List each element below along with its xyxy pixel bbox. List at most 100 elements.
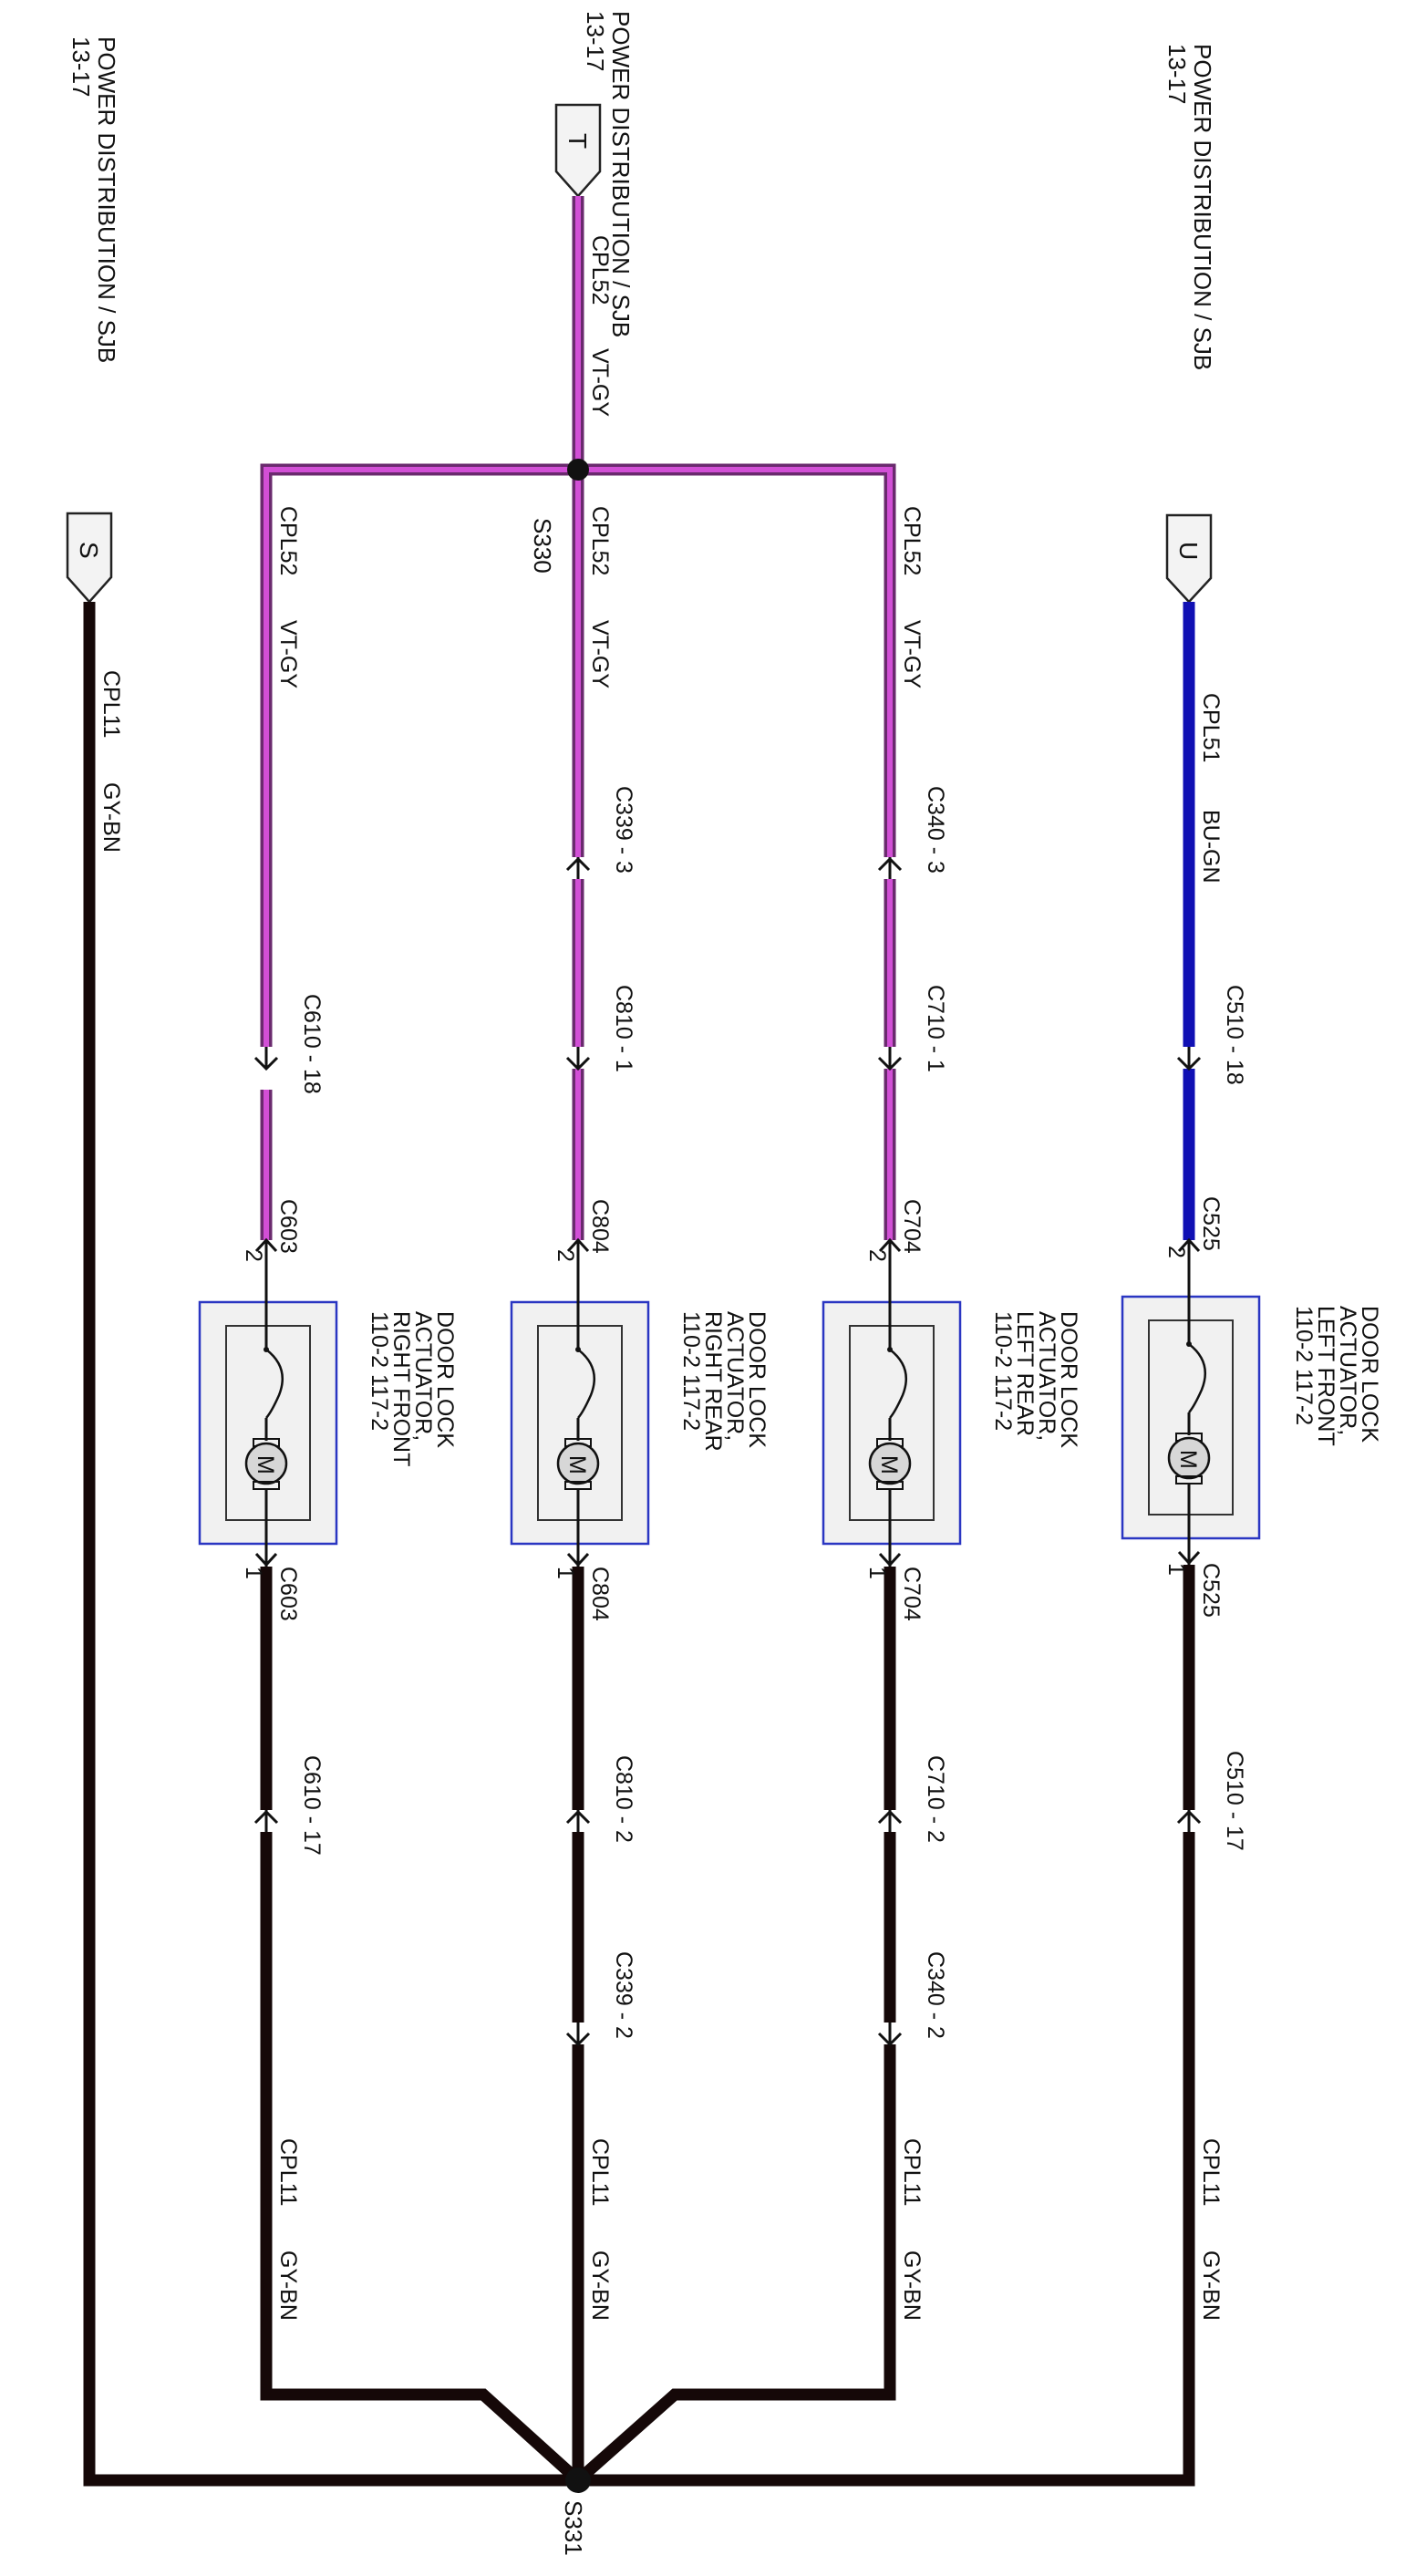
svg-text:2: 2 — [864, 1249, 890, 1262]
svg-text:BU-GN: BU-GN — [1198, 810, 1224, 884]
svg-text:C510 - 18: C510 - 18 — [1222, 985, 1247, 1085]
svg-text:RIGHT FRONT: RIGHT FRONT — [388, 1311, 414, 1466]
svg-text:DOOR LOCK: DOOR LOCK — [744, 1311, 770, 1448]
source-left-title: POWER DISTRIBUTION / SJB — [93, 36, 120, 363]
svg-text:DOOR LOCK: DOOR LOCK — [1056, 1311, 1081, 1448]
svg-text:VT-GY: VT-GY — [587, 348, 613, 417]
svg-text:U: U — [1174, 542, 1203, 560]
svg-text:C710 - 2: C710 - 2 — [923, 1755, 948, 1843]
svg-text:C704: C704 — [899, 1199, 925, 1254]
source-right-title: POWER DISTRIBUTION / SJB — [1189, 44, 1216, 370]
motor-symbol-lf: M — [1175, 1450, 1201, 1469]
lr-labels: CPL52 VT-GY C340 - 3 C710 - 1 C704 2 C70… — [864, 506, 948, 2321]
svg-text:C603: C603 — [275, 1199, 301, 1254]
door-lock-actuator-right-rear[interactable]: M DOOR LOCK ACTUATOR, RIGHT REAR 110-2 1… — [510, 1237, 770, 1567]
svg-text:DOOR LOCK: DOOR LOCK — [1357, 1306, 1382, 1443]
svg-text:GY-BN: GY-BN — [899, 2250, 925, 2321]
svg-text:ACTUATOR,: ACTUATOR, — [722, 1311, 748, 1441]
svg-text:ACTUATOR,: ACTUATOR, — [1034, 1311, 1059, 1441]
svg-text:CPL52: CPL52 — [587, 235, 613, 305]
svg-text:C339 - 2: C339 - 2 — [611, 1951, 636, 2039]
door-lock-actuator-right-front[interactable]: M DOOR LOCK ACTUATOR, RIGHT FRONT 110-2 … — [198, 1237, 458, 1567]
source-middle-header: POWER DISTRIBUTION / SJB 13-17 — [582, 11, 635, 337]
svg-text:ACTUATOR,: ACTUATOR, — [1335, 1306, 1360, 1435]
svg-text:1: 1 — [1163, 1563, 1189, 1576]
vt-gy-wires — [260, 196, 896, 1240]
lf-labels: CPL51 BU-GN C510 - 18 C525 2 C525 1 C510… — [1163, 693, 1247, 2321]
svg-text:110-2 117-2: 110-2 117-2 — [990, 1311, 1016, 1431]
motor-symbol-lr: M — [876, 1455, 902, 1474]
svg-text:VT-GY: VT-GY — [275, 620, 301, 688]
svg-text:LEFT FRONT: LEFT FRONT — [1313, 1306, 1338, 1446]
svg-text:CPL52: CPL52 — [587, 506, 613, 575]
svg-text:C810 - 2: C810 - 2 — [611, 1755, 636, 1843]
connector-tag-t[interactable]: T — [554, 103, 602, 198]
svg-text:C804: C804 — [587, 1199, 613, 1254]
svg-text:VT-GY: VT-GY — [587, 620, 613, 688]
svg-text:GY-BN: GY-BN — [587, 2250, 613, 2321]
s-wire-label: CPL11 GY-BN — [98, 670, 124, 853]
svg-text:CPL11: CPL11 — [1198, 2138, 1224, 2207]
svg-text:CPL11: CPL11 — [98, 670, 124, 739]
svg-text:CPL52: CPL52 — [275, 506, 301, 575]
svg-text:110-2 117-2: 110-2 117-2 — [678, 1311, 704, 1431]
svg-text:GY-BN: GY-BN — [1198, 2250, 1224, 2321]
ground-connector-gaps — [252, 1810, 1204, 2044]
connector-tag-u[interactable]: U — [1165, 513, 1213, 604]
trunk-wire-label: CPL52 VT-GY — [587, 235, 613, 417]
svg-text:S: S — [75, 542, 103, 559]
source-left-header: POWER DISTRIBUTION / SJB 13-17 — [67, 36, 120, 363]
splice-s330-label: S330 — [529, 518, 556, 574]
svg-text:C704: C704 — [899, 1567, 925, 1621]
svg-text:2: 2 — [1163, 1246, 1189, 1258]
svg-text:110-2 117-2: 110-2 117-2 — [367, 1311, 392, 1431]
svg-text:C339 - 3: C339 - 3 — [611, 786, 636, 874]
svg-text:C610 - 18: C610 - 18 — [299, 994, 325, 1094]
door-lock-actuator-left-rear[interactable]: M DOOR LOCK ACTUATOR, LEFT REAR 110-2 11… — [822, 1237, 1081, 1567]
svg-text:110-2 117-2: 110-2 117-2 — [1291, 1306, 1317, 1425]
svg-text:C525: C525 — [1198, 1196, 1224, 1251]
source-right-page: 13-17 — [1163, 44, 1191, 105]
door-lock-actuator-left-front[interactable]: M DOOR LOCK ACTUATOR, LEFT FRONT 110-2 1… — [1121, 1237, 1382, 1566]
svg-text:C610 - 17: C610 - 17 — [299, 1755, 325, 1856]
svg-text:GY-BN: GY-BN — [275, 2250, 301, 2321]
power-connector-gaps — [252, 857, 1204, 1069]
rr-labels: CPL52 VT-GY C339 - 3 C810 - 1 C804 2 C80… — [553, 506, 636, 2321]
svg-text:1: 1 — [864, 1567, 890, 1579]
svg-text:VT-GY: VT-GY — [899, 620, 925, 688]
power-connector-symbols[interactable] — [253, 856, 1202, 1071]
svg-text:CPL51: CPL51 — [1198, 693, 1224, 762]
source-left-page: 13-17 — [67, 36, 95, 98]
motor-symbol-rr: M — [564, 1455, 590, 1474]
svg-text:C340 - 2: C340 - 2 — [923, 1951, 948, 2039]
svg-text:C804: C804 — [587, 1567, 613, 1621]
svg-text:C710 - 1: C710 - 1 — [923, 985, 948, 1072]
source-middle-title: POWER DISTRIBUTION / SJB — [607, 11, 635, 337]
svg-text:C525: C525 — [1198, 1563, 1224, 1618]
svg-text:CPL11: CPL11 — [275, 2138, 301, 2207]
svg-text:RIGHT REAR: RIGHT REAR — [700, 1311, 726, 1452]
svg-text:CPL11: CPL11 — [587, 2138, 613, 2207]
svg-text:ACTUATOR,: ACTUATOR, — [410, 1311, 436, 1441]
svg-text:GY-BN: GY-BN — [98, 782, 124, 853]
connector-tag-s[interactable]: S — [66, 512, 113, 604]
svg-text:2: 2 — [553, 1249, 578, 1262]
svg-text:CPL11: CPL11 — [899, 2138, 925, 2207]
svg-text:1: 1 — [241, 1567, 266, 1579]
splice-s331: S331 — [560, 2467, 591, 2556]
svg-text:2: 2 — [241, 1249, 266, 1262]
svg-text:C510 - 17: C510 - 17 — [1222, 1751, 1247, 1851]
source-right-header: POWER DISTRIBUTION / SJB 13-17 — [1163, 44, 1216, 370]
svg-text:C603: C603 — [275, 1567, 301, 1621]
splice-s331-label: S331 — [560, 2500, 587, 2556]
svg-text:1: 1 — [553, 1567, 578, 1579]
svg-text:DOOR LOCK: DOOR LOCK — [432, 1311, 458, 1448]
source-middle-page: 13-17 — [582, 11, 609, 72]
svg-text:T: T — [563, 133, 592, 149]
ground-connector-symbols[interactable] — [253, 1809, 1202, 2047]
svg-text:C810 - 1: C810 - 1 — [611, 985, 636, 1072]
svg-text:LEFT REAR: LEFT REAR — [1012, 1311, 1038, 1436]
motor-symbol-rf: M — [253, 1455, 278, 1474]
rf-labels: CPL52 VT-GY C610 - 18 C603 2 C603 1 C610… — [241, 506, 325, 2321]
